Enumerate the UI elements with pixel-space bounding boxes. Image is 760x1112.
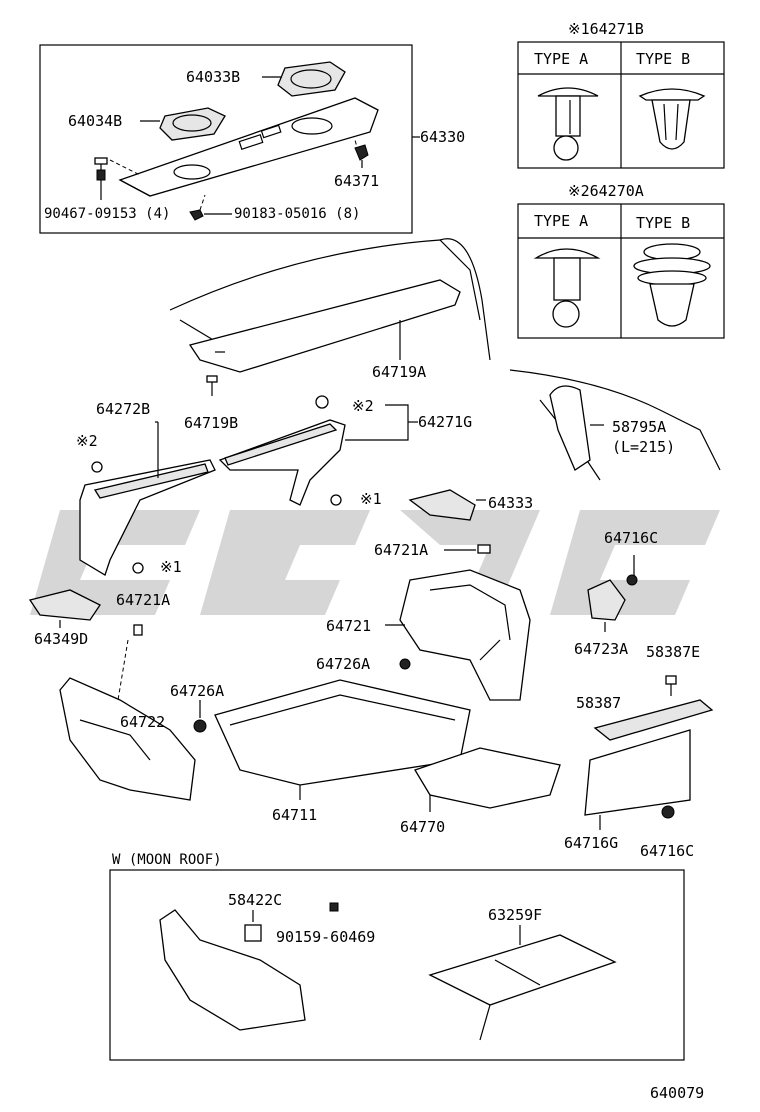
clip-table-2-title: ※264270A: [568, 182, 644, 200]
label-64721: 64721: [326, 617, 371, 635]
clip-table-1-title: ※164271B: [568, 20, 644, 38]
label-64711: 64711: [272, 806, 317, 824]
label-64333: 64333: [488, 494, 533, 512]
clip-64721A-b: [132, 562, 144, 574]
watermark-logo: [30, 510, 720, 615]
label-58795A-length: (L=215): [612, 438, 675, 456]
label-64272B: 64272B: [96, 400, 150, 418]
sill-plate-58387: [593, 699, 714, 741]
side-trim-64272B: [79, 459, 216, 576]
label-58387: 58387: [576, 694, 621, 712]
clip-64726A-b: [193, 719, 207, 733]
moon-roof-box: W (MOON ROOF) 58422C 90159-60469 63259F: [109, 852, 685, 1061]
label-64716C-a: 64716C: [604, 529, 658, 547]
label-90183: 90183-05016 (8): [234, 206, 360, 222]
label-64719B: 64719B: [184, 414, 238, 432]
weatherstrip-58795A: [549, 385, 591, 471]
clip-icon: [330, 494, 342, 506]
clip-type-b-icon: [633, 243, 711, 327]
clip-table-2-type-b: TYPE B: [636, 214, 690, 232]
speaker-cover-64034B: [159, 107, 226, 141]
cover-64349D: [28, 589, 101, 621]
ref-mark-2b: ※2: [352, 397, 374, 415]
package-tray-panel: [118, 97, 379, 197]
ref-mark-2a: ※2: [76, 432, 98, 450]
clip-icon: [133, 624, 143, 636]
label-64371: 64371: [334, 172, 379, 190]
clip-64716C-b: [661, 805, 675, 819]
screw-64719B: [206, 375, 218, 396]
label-64770: 64770: [400, 818, 445, 836]
label-64716G: 64716G: [564, 834, 618, 852]
screw-90159: [329, 902, 339, 912]
clip-type-b-icon: [638, 88, 706, 150]
label-90159: 90159-60469: [276, 928, 375, 946]
bracket-58422C: [244, 924, 262, 942]
label-64723A: 64723A: [574, 640, 628, 658]
clip-icon: [91, 461, 103, 473]
moon-roof-title: W (MOON ROOF): [112, 852, 222, 868]
clip-table-64270A: ※264270A TYPE A TYPE B: [517, 182, 725, 339]
clip-64371: [354, 144, 369, 161]
label-63259F: 63259F: [488, 906, 542, 924]
label-64721A-a: 64721A: [374, 541, 428, 559]
package-tray-box: 64330 64033B 64034B: [39, 44, 465, 234]
label-64271G: 64271G: [418, 413, 472, 431]
ref-mark-1b: ※1: [160, 558, 182, 576]
label-58795A: 58795A: [612, 418, 666, 436]
side-trim-64271G: [218, 419, 346, 506]
clip-icon: [315, 395, 329, 409]
trim-moon-roof-left: [159, 909, 306, 1031]
clip-table-2-type-a: TYPE A: [534, 212, 588, 230]
clip-64721A-a: [477, 544, 491, 554]
clip-table-1-type-b: TYPE B: [636, 50, 690, 68]
clip-64726A-a: [399, 658, 411, 670]
label-64726A-b: 64726A: [170, 682, 224, 700]
cover-64333: [408, 489, 476, 521]
label-64330: 64330: [420, 128, 465, 146]
speaker-cover-64033B: [277, 61, 346, 97]
label-64726A-a: 64726A: [316, 655, 370, 673]
panel-64716G: [584, 729, 691, 816]
label-58422C: 58422C: [228, 891, 282, 909]
clip-table-64271B: ※164271B TYPE A TYPE B: [517, 20, 725, 169]
bracket-64723A: [587, 579, 626, 621]
label-64034B: 64034B: [68, 112, 122, 130]
label-90467: 90467-09153 (4): [44, 206, 170, 222]
label-58387E: 58387E: [646, 643, 700, 661]
clip-90183: [189, 209, 204, 221]
ref-mark-1a: ※1: [360, 490, 382, 508]
cover-63259F: [428, 934, 617, 1041]
label-64721A-b: 64721A: [116, 591, 170, 609]
label-64033B: 64033B: [186, 68, 240, 86]
screw-58387E: [665, 675, 677, 696]
clip-table-1-type-a: TYPE A: [534, 50, 588, 68]
shelf-trim-64719A: [188, 279, 461, 373]
screw-90467: [94, 157, 108, 181]
trim-64721: [399, 569, 531, 701]
trim-64722: [59, 677, 196, 801]
label-64716C-b: 64716C: [640, 842, 694, 860]
label-64719A: 64719A: [372, 363, 426, 381]
label-64349D: 64349D: [34, 630, 88, 648]
clip-type-a-icon: [537, 87, 599, 161]
clip-type-a-icon: [533, 248, 601, 328]
diagram-number: 640079: [650, 1084, 704, 1102]
label-64722: 64722: [120, 713, 165, 731]
clip-64716C-a: [626, 574, 638, 586]
